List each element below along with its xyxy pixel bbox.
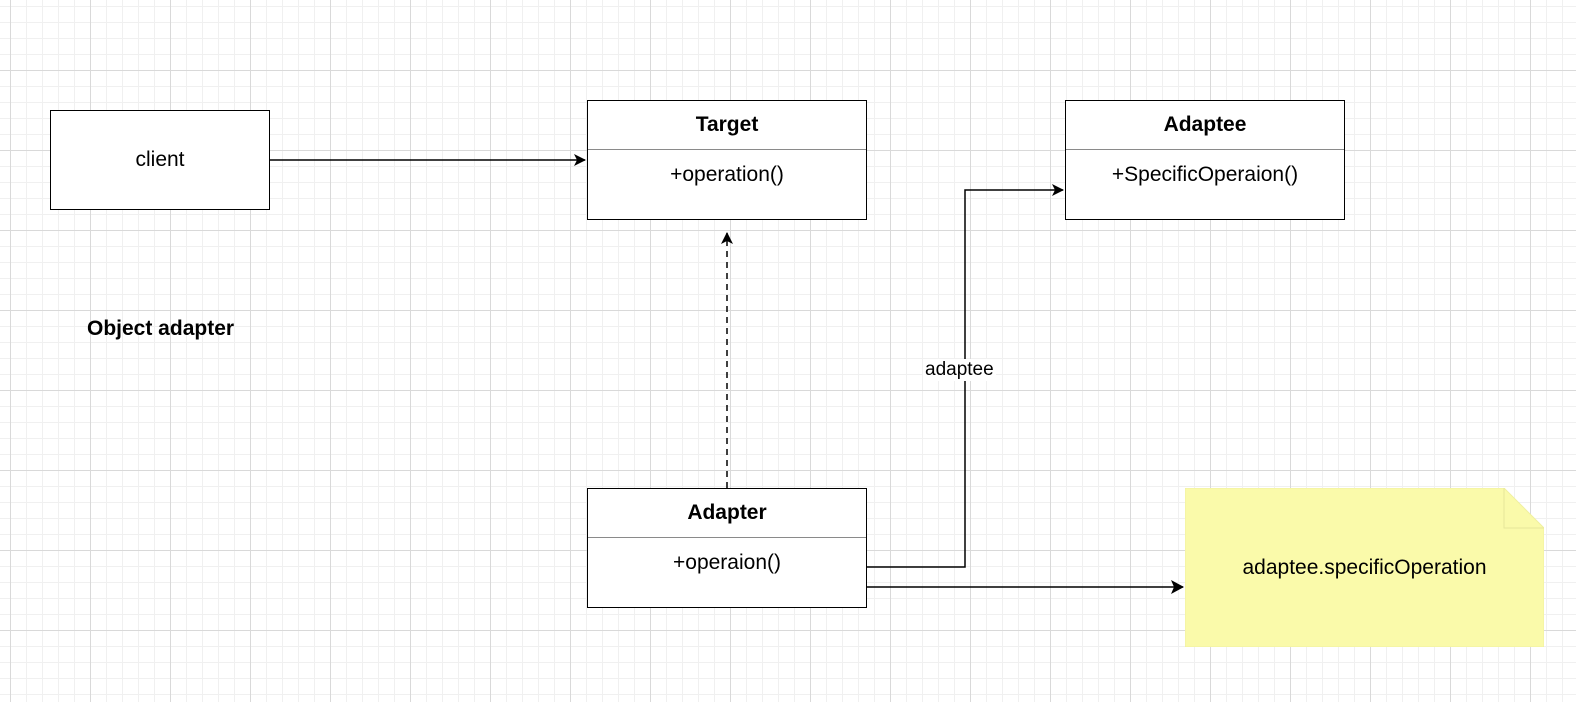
sticky-note[interactable]: adaptee.specificOperation xyxy=(1185,488,1544,647)
adapter-class-members: +operaion() xyxy=(673,551,781,574)
adapter-class-box[interactable]: Adapter +operaion() xyxy=(587,488,867,608)
adapter-class-name: Adapter xyxy=(588,489,866,538)
client-box[interactable]: client xyxy=(50,110,270,210)
adaptee-class-box[interactable]: Adaptee +SpecificOperaion() xyxy=(1065,100,1345,220)
note-text: adaptee.specificOperation xyxy=(1242,555,1487,579)
target-class-box[interactable]: Target +operation() xyxy=(587,100,867,220)
adaptee-class-name: Adaptee xyxy=(1066,101,1344,150)
note-shape xyxy=(1185,488,1544,647)
target-class-name: Target xyxy=(588,101,866,150)
client-label: client xyxy=(135,148,185,171)
target-class-members: +operation() xyxy=(670,163,784,186)
diagram-heading[interactable]: Object adapter xyxy=(87,317,235,340)
adaptee-class-members: +SpecificOperaion() xyxy=(1111,163,1299,186)
adaptee-edge-label[interactable]: adaptee xyxy=(923,359,996,381)
